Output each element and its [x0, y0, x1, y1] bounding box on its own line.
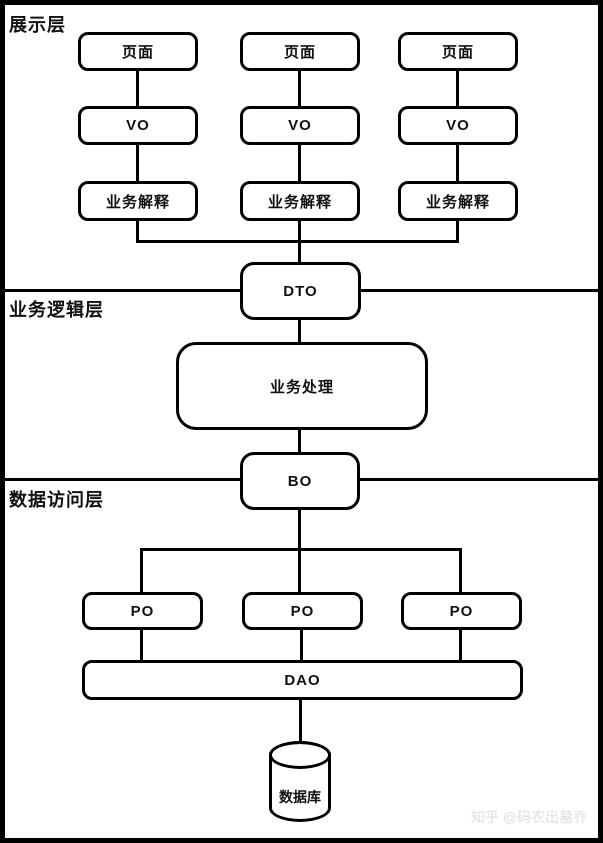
connector-businessprocess-bo — [298, 428, 301, 454]
node-po-1: PO — [82, 592, 203, 630]
connector-merge-line — [136, 240, 459, 243]
layer-label-business-logic: 业务逻辑层 — [9, 300, 104, 320]
connector-po2-dao — [300, 628, 303, 662]
connector-interpret3-merge — [456, 220, 459, 243]
connector-page1-vo1 — [136, 70, 139, 108]
connector-dao-database — [299, 698, 302, 748]
layer-label-presentation: 展示层 — [9, 15, 66, 35]
connector-po1-dao — [140, 628, 143, 662]
node-vo-3: VO — [398, 106, 518, 145]
node-interpret-3: 业务解释 — [398, 181, 518, 221]
node-bo: BO — [240, 452, 360, 510]
connector-page2-vo2 — [298, 70, 301, 108]
watermark: 知乎 @码农出墓乔 — [470, 809, 587, 825]
node-database: 数据库 — [279, 789, 321, 805]
node-page-2: 页面 — [240, 32, 360, 71]
node-po-3: PO — [401, 592, 522, 630]
connector-vo1-interpret1 — [136, 144, 139, 183]
connector-branch-po3 — [459, 548, 462, 594]
connector-vo2-interpret2 — [298, 144, 301, 183]
connector-page3-vo3 — [456, 70, 459, 108]
node-page-3: 页面 — [398, 32, 518, 71]
node-dao: DAO — [82, 660, 523, 700]
node-interpret-2: 业务解释 — [240, 181, 360, 221]
node-interpret-1: 业务解释 — [78, 181, 198, 221]
database-cylinder: 数据库 — [269, 741, 331, 822]
node-dto: DTO — [240, 262, 361, 320]
node-po-2: PO — [242, 592, 363, 630]
node-business-process: 业务处理 — [176, 342, 428, 430]
connector-interpret1-merge — [136, 220, 139, 243]
node-page-1: 页面 — [78, 32, 198, 71]
connector-po3-dao — [459, 628, 462, 662]
cylinder-top-ellipse — [269, 741, 331, 769]
connector-vo3-interpret3 — [456, 144, 459, 183]
connector-branch-po1 — [140, 548, 143, 594]
node-vo-1: VO — [78, 106, 198, 145]
connector-branch-line — [140, 548, 462, 551]
node-vo-2: VO — [240, 106, 360, 145]
connector-dto-businessprocess — [298, 318, 301, 344]
layer-label-data-access: 数据访问层 — [9, 490, 104, 510]
connector-bo-po2 — [298, 508, 301, 594]
